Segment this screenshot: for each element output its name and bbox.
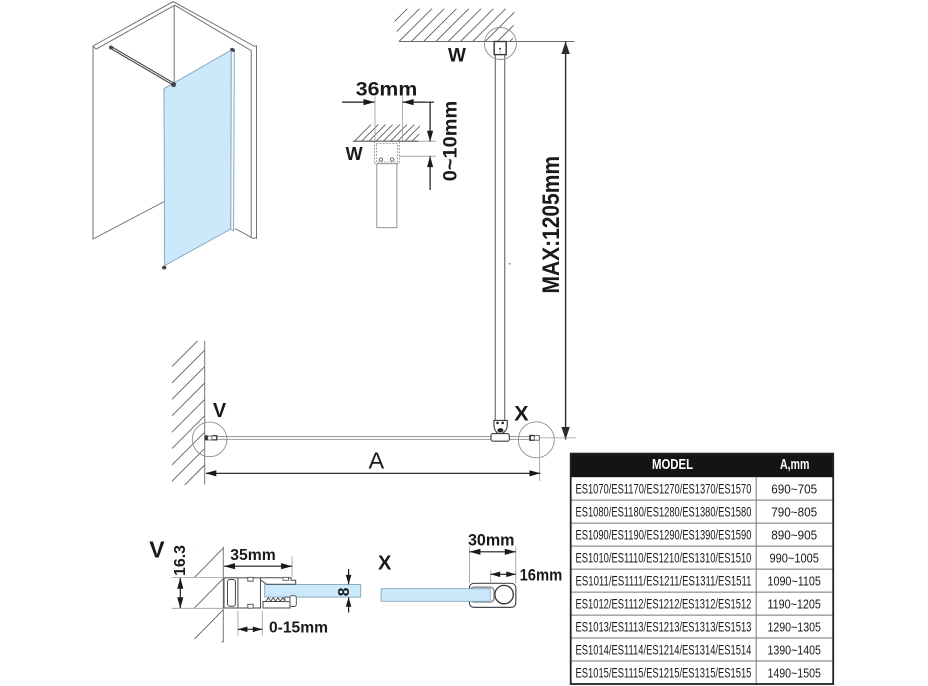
svg-text:A: A: [369, 447, 385, 473]
svg-text:1190~1205: 1190~1205: [767, 596, 821, 611]
svg-text:8: 8: [336, 587, 353, 596]
svg-text:0~10mm: 0~10mm: [439, 101, 461, 181]
svg-text:V: V: [213, 400, 227, 422]
svg-text:ES1090/ES1190/ES1290/ES1390/ES: ES1090/ES1190/ES1290/ES1390/ES1590: [576, 527, 752, 542]
svg-text:36mm: 36mm: [356, 80, 418, 101]
svg-text:1090~1105: 1090~1105: [767, 573, 821, 588]
svg-text:ES1012/ES1112/ES1212/ES1312/ES: ES1012/ES1112/ES1212/ES1312/ES1512: [576, 596, 752, 611]
svg-text:890~905: 890~905: [771, 527, 817, 542]
svg-text:A,mm: A,mm: [780, 457, 810, 473]
svg-text:35mm: 35mm: [230, 547, 276, 564]
svg-text:790~805: 790~805: [771, 504, 817, 519]
svg-text:ES1013/ES1113/ES1213/ES1313/ES: ES1013/ES1113/ES1213/ES1313/ES1513: [576, 619, 752, 634]
svg-text:X: X: [378, 552, 392, 574]
svg-text:W: W: [448, 46, 466, 67]
svg-text:990~1005: 990~1005: [769, 550, 819, 565]
svg-text:ES1015/ES1115/ES1215/ES1315/ES: ES1015/ES1115/ES1215/ES1315/ES1515: [576, 665, 752, 680]
svg-text:ES1011/ES1111/ES1211/ES1311/ES: ES1011/ES1111/ES1211/ES1311/ES1511: [576, 573, 752, 588]
svg-text:1390~1405: 1390~1405: [767, 642, 821, 657]
svg-text:X: X: [514, 402, 529, 426]
svg-text:W: W: [346, 144, 363, 164]
svg-text:MAX:1205mm: MAX:1205mm: [538, 156, 565, 294]
svg-text:690~705: 690~705: [771, 482, 817, 497]
svg-text:1290~1305: 1290~1305: [767, 619, 821, 634]
svg-text:ES1010/ES1110/ES1210/ES1310/ES: ES1010/ES1110/ES1210/ES1310/ES1510: [576, 550, 752, 565]
svg-text:0-15mm: 0-15mm: [269, 620, 328, 637]
svg-text:MODEL: MODEL: [652, 457, 693, 473]
svg-text:16.3: 16.3: [172, 545, 189, 576]
svg-text:ES1070/ES1170/ES1270/ES1370/ES: ES1070/ES1170/ES1270/ES1370/ES1570: [576, 482, 752, 497]
svg-text:V: V: [149, 536, 165, 562]
svg-text:ES1080/ES1180/ES1280/ES1380/ES: ES1080/ES1180/ES1280/ES1380/ES1580: [576, 504, 752, 519]
svg-text:1490~1505: 1490~1505: [767, 665, 821, 680]
svg-text:30mm: 30mm: [468, 531, 515, 550]
svg-text:ES1014/ES1114/ES1214/ES1314/ES: ES1014/ES1114/ES1214/ES1314/ES1514: [576, 642, 752, 657]
svg-text:16mm: 16mm: [520, 565, 563, 584]
